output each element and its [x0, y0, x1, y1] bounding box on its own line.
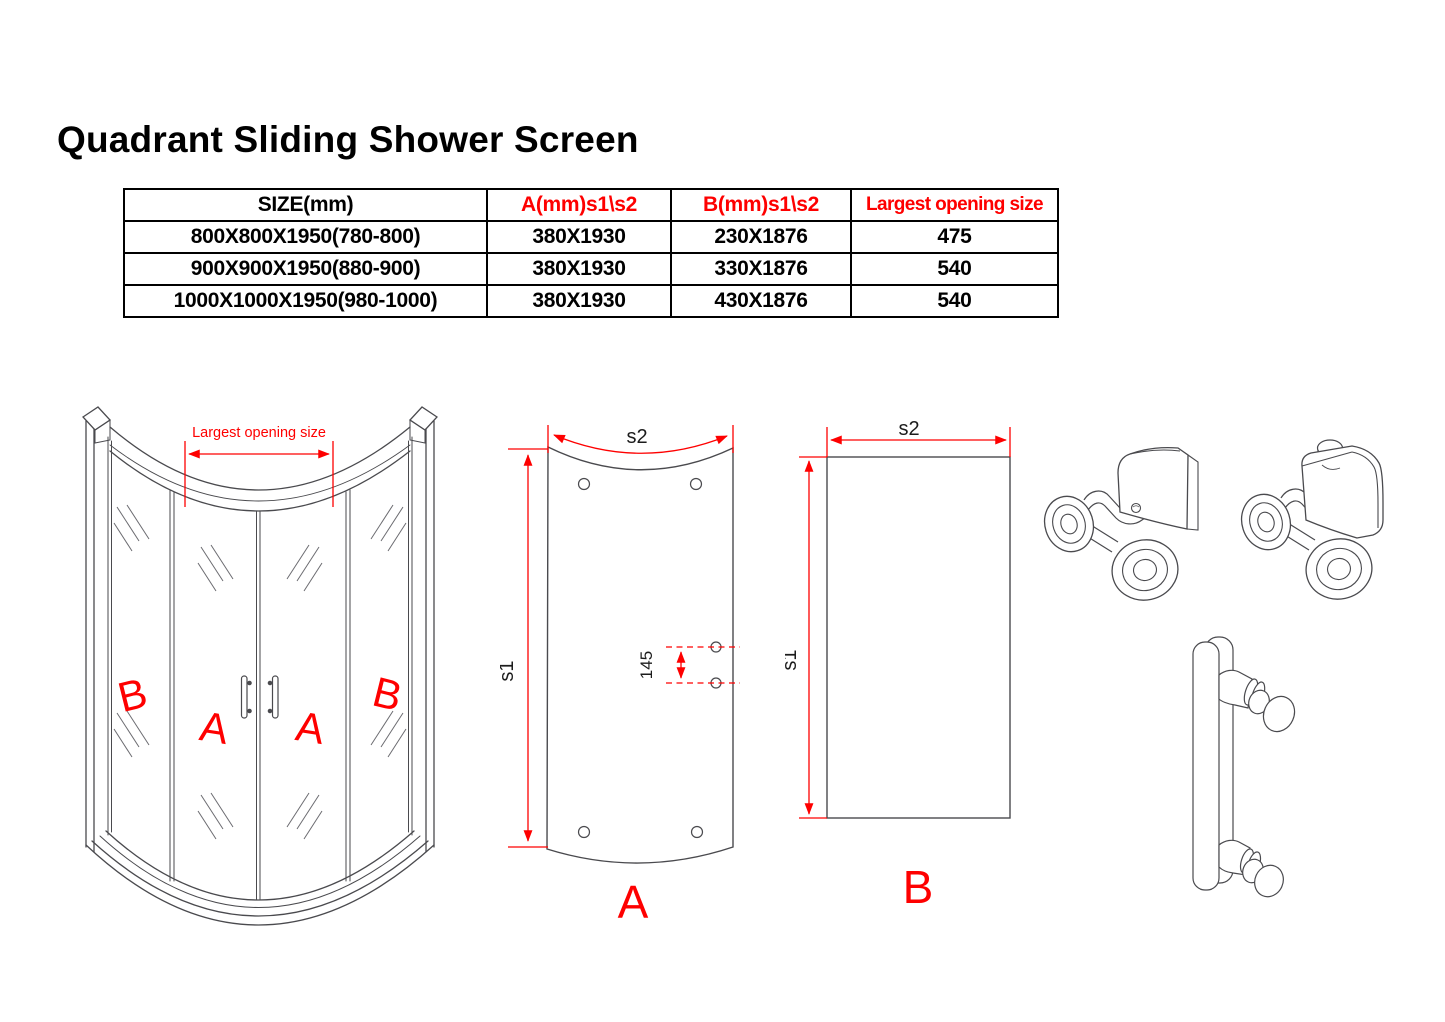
door-handle-icon [1192, 636, 1296, 898]
b-cell: 230X1876 [670, 220, 852, 254]
panel-a-hole-pitch-label: 145 [637, 651, 656, 679]
twin-wheel-roller-with-button-icon [1240, 439, 1384, 600]
panel-b-dimensions [799, 427, 1011, 819]
panel-a-dimensions [508, 425, 740, 848]
a-cell: 380X1930 [486, 220, 672, 254]
panel-label-right-fixed: B [368, 668, 407, 720]
col-header-size: SIZE(mm) [123, 188, 488, 222]
panel-b-name: B [903, 861, 934, 913]
spec-table: SIZE(mm) A(mm)s1\s2 B(mm)s1\s2 Largest o… [123, 188, 1059, 318]
roller-illustrations [1030, 408, 1430, 623]
panel-a-holes [577, 477, 722, 839]
handle-illustration [1175, 625, 1335, 915]
glass-reflection-marks [113, 504, 407, 840]
twin-wheel-roller-icon [1043, 446, 1199, 601]
opening-cell: 540 [850, 284, 1059, 318]
table-header-row: SIZE(mm) A(mm)s1\s2 B(mm)s1\s2 Largest o… [123, 188, 1059, 222]
col-header-b: B(mm)s1\s2 [670, 188, 852, 222]
size-cell: 1000X1000X1950(980-1000) [123, 284, 488, 318]
panel-b-drawing: s2 s1 B [785, 413, 1020, 938]
b-cell: 330X1876 [670, 252, 852, 286]
a-cell: 380X1930 [486, 252, 672, 286]
panel-label-left-door: A [197, 702, 232, 753]
opening-cell: 475 [850, 220, 1059, 254]
table-row: 800X800X1950(780-800) 380X1930 230X1876 … [123, 220, 1059, 254]
panel-a-drawing: s2 s1 145 A [500, 413, 770, 938]
enclosure-frame [82, 406, 438, 926]
door-handle-pair [240, 675, 279, 719]
panel-b-outline [826, 456, 1011, 819]
table-row: 1000X1000X1950(980-1000) 380X1930 430X18… [123, 284, 1059, 318]
col-header-a: A(mm)s1\s2 [486, 188, 672, 222]
size-cell: 800X800X1950(780-800) [123, 220, 488, 254]
opening-cell: 540 [850, 252, 1059, 286]
panel-a-name: A [618, 876, 649, 928]
panel-b-height-label: s1 [785, 649, 801, 670]
size-cell: 900X900X1950(880-900) [123, 252, 488, 286]
col-header-largest-opening: Largest opening size [850, 188, 1059, 222]
page-title: Quadrant Sliding Shower Screen [57, 119, 639, 160]
enclosure-isometric-drawing: Largest opening size B A A B [70, 395, 450, 940]
panel-label-right-door: A [293, 702, 328, 753]
opening-dimension [184, 441, 334, 507]
panel-label-left-fixed: B [113, 669, 152, 721]
opening-dimension-label: Largest opening size [192, 425, 326, 441]
a-cell: 380X1930 [486, 284, 672, 318]
table-row: 900X900X1950(880-900) 380X1930 330X1876 … [123, 252, 1059, 286]
panel-b-width-label: s2 [898, 418, 919, 440]
b-cell: 430X1876 [670, 284, 852, 318]
panel-a-height-label: s1 [500, 660, 518, 681]
panel-a-width-label: s2 [626, 426, 647, 448]
